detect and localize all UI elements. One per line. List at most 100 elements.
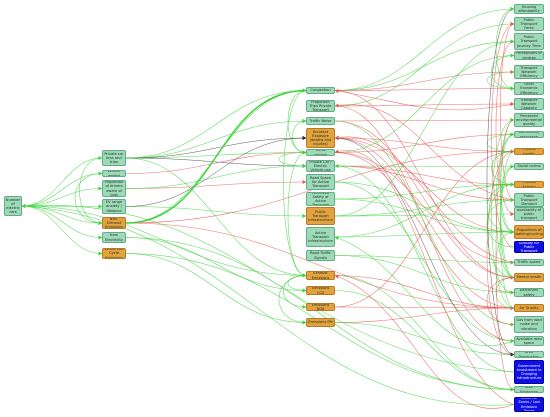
edge-pr-kms-to-exhaust <box>125 157 307 278</box>
node-pt-demand[interactable]: Public Transport Demand <box>514 193 544 207</box>
node-air-quality[interactable]: Air Quality <box>514 304 544 312</box>
node-transport-eff[interactable]: Transport Network Efficiency <box>514 65 544 79</box>
node-subsidy[interactable]: Subsidy for Public Transport <box>514 241 544 253</box>
edge-prop-trips-to-transport-cap <box>334 102 515 107</box>
edge-num-ev-to-prop-driv <box>21 186 103 207</box>
edge-local-econ-to-housing <box>495 7 515 89</box>
node-traffic-vol[interactable]: Traffic volume <box>306 149 335 156</box>
edge-road-space-to-avail-road <box>334 181 515 343</box>
node-perc-env[interactable]: Perceived environmental quality <box>514 113 544 127</box>
edge-clean-air-to-num-ev <box>21 204 515 406</box>
edge-govt-inv-to-num-ev <box>21 203 515 373</box>
edge-congestion-to-local-econ <box>334 86 515 91</box>
node-local-econ[interactable]: Local Economic Efficiency <box>514 82 544 95</box>
edge-traffic-noise-to-mental-health <box>334 120 515 280</box>
edge-traffic-vol-to-air-quality <box>334 152 515 310</box>
node-perceived-safety[interactable]: Perceived Safety of Active Transport <box>306 192 335 206</box>
edge-social-norms-to-prop-walk <box>500 166 515 234</box>
edge-gas-noise-to-mental-health <box>486 275 515 325</box>
edge-clean-air-to-traffic-vol <box>334 149 515 405</box>
edge-num-ev-to-nonexh <box>21 205 103 225</box>
node-housing[interactable]: Housing affordability <box>514 4 544 14</box>
node-physical-health[interactable]: Physical health <box>514 148 544 155</box>
edge-ev-range-to-pt-infra <box>125 206 307 218</box>
node-road-traffic[interactable]: Road Traffic Signals <box>306 250 335 261</box>
edge-exhaust-to-em-nox <box>283 275 307 309</box>
edge-traffic-vol-to-exhaust <box>287 152 307 278</box>
node-total-emis[interactable]: Total Emissions <box>514 386 544 393</box>
node-em-co2[interactable]: Emissions CO2 <box>306 286 335 295</box>
edge-congestion-to-transport-eff <box>334 70 515 91</box>
node-transport-cap[interactable]: Transport Network Capacity <box>514 98 544 110</box>
edge-perceived-safety-to-physical-activity <box>334 182 515 200</box>
edge-prop-driv-to-private-car <box>125 164 307 189</box>
node-accident[interactable]: Accident Exposure (deaths and injuries) <box>306 128 335 148</box>
edge-congestion-to-pt-journey <box>334 39 515 91</box>
edge-private-car-to-physical-activity <box>334 165 515 187</box>
edge-traffic-noise-to-gas-noise <box>334 120 515 327</box>
node-traffic-speed[interactable]: Traffic speed <box>514 259 544 266</box>
edge-pr-kms-to-accident <box>125 136 307 159</box>
edge-ev-range-to-accident <box>125 136 307 207</box>
node-clean-air[interactable]: Clean Air Zones / Low Emission Zones <box>514 397 544 412</box>
node-prop-trips[interactable]: Proportion Trips Private Transport <box>306 100 335 112</box>
node-pt-fares[interactable]: Public Transport Fares <box>514 17 544 31</box>
node-em-nox[interactable]: Emissions NOX <box>306 303 335 311</box>
edge-transport-cap-to-congestion <box>334 89 515 111</box>
node-social-norms[interactable]: Social norms <box>514 163 544 170</box>
node-perc-centres[interactable]: Perceptions of centres <box>514 51 544 60</box>
edge-emis-elec-to-em-co2 <box>125 237 307 293</box>
edge-prop-trips-to-avail-road <box>334 105 515 343</box>
edge-traffic-speed-to-accident <box>334 135 515 263</box>
node-gas-noise[interactable]: Gas from road noise and vibration <box>514 316 544 333</box>
node-traffic-noise[interactable]: Traffic Noise <box>306 117 335 125</box>
node-veh-wt[interactable]: vehicle weight <box>102 170 126 177</box>
node-physical-activity[interactable]: Physical Activity <box>514 181 544 188</box>
node-emis-elec[interactable]: Emissions from Electricity Generation <box>102 232 126 243</box>
edge-exhaust-to-total-emis <box>334 275 515 392</box>
edge-perc-centres-to-local-econ <box>491 55 515 91</box>
edge-em-pm-to-area-dep <box>334 322 515 357</box>
node-govt-inv[interactable]: Government Investment in Charging Infras… <box>514 360 544 384</box>
edge-pt-demand-to-prop-trips <box>334 103 515 201</box>
node-avail-pt[interactable]: availability of public transport <box>514 207 544 221</box>
edge-whole-life-to-em-pm <box>125 253 307 325</box>
edge-air-quality-to-physical-health <box>500 149 515 309</box>
node-community[interactable]: Community assurance <box>514 131 544 138</box>
edge-air-quality-to-mental-health <box>495 275 515 309</box>
edge-prop-trips-to-pt-fares <box>334 22 515 107</box>
node-congestion[interactable]: Congestion <box>306 87 335 94</box>
node-area-dep[interactable]: Area Deprivation <box>514 351 544 358</box>
node-active-infra[interactable]: Active Transport Infrastructure <box>306 227 335 247</box>
node-exhaust[interactable]: Exhaust Emissions <box>306 271 335 280</box>
edge-traffic-vol-to-traffic-speed <box>334 152 515 265</box>
edge-nonexh-to-congestion-strong <box>125 88 307 224</box>
node-prop-walk[interactable]: Proportions of walking/cycling <box>514 225 544 239</box>
edge-avail-road-to-active-infra <box>334 236 515 347</box>
node-prop-driv[interactable]: Proportion of drivers aware of cost <box>102 180 126 197</box>
edge-area-dep-to-accident <box>334 136 515 355</box>
node-perc-safety[interactable]: perceived safety <box>514 288 544 297</box>
node-pt-infra[interactable]: Public Transport Infrastructure <box>306 207 335 225</box>
edge-road-traffic-to-traffic-speed <box>334 255 515 265</box>
node-private-car[interactable]: Private Car / Electric Vehicle use <box>306 160 335 172</box>
edge-total-emis-to-perc-env <box>495 118 515 390</box>
edge-prop-walk-to-physical-activity <box>486 182 515 233</box>
edge-nonexh-to-air-quality <box>125 222 515 310</box>
node-avail-road[interactable]: Available road space <box>514 336 544 346</box>
node-road-space[interactable]: Road Space for Active Transport <box>306 174 335 190</box>
edge-private-car-to-social-norms <box>334 164 515 169</box>
node-num-ev[interactable]: Number of electric cars <box>4 196 22 216</box>
node-em-pm[interactable]: Emissions PM <box>306 318 335 327</box>
edge-pt-fares-to-pt-demand <box>500 23 515 202</box>
node-pr-kms[interactable]: Private car kms and trips <box>102 150 126 166</box>
edge-private-car-to-traffic-vol <box>278 150 307 167</box>
node-whole-life[interactable]: Whole Life Cycle Emissions <box>102 248 126 259</box>
edge-pr-kms-to-private-car <box>125 157 307 168</box>
edge-physical-health-to-community <box>486 132 515 152</box>
node-ev-range[interactable]: EV range anxiety / distance <box>102 199 126 214</box>
edge-housing-to-area-dep <box>486 8 515 357</box>
node-nonexh[interactable]: Non-Exhaust Emissions <box>102 217 126 229</box>
node-mental-health[interactable]: Mental health <box>514 273 544 282</box>
node-pt-journey[interactable]: Public Transport Journey Time <box>514 33 544 50</box>
